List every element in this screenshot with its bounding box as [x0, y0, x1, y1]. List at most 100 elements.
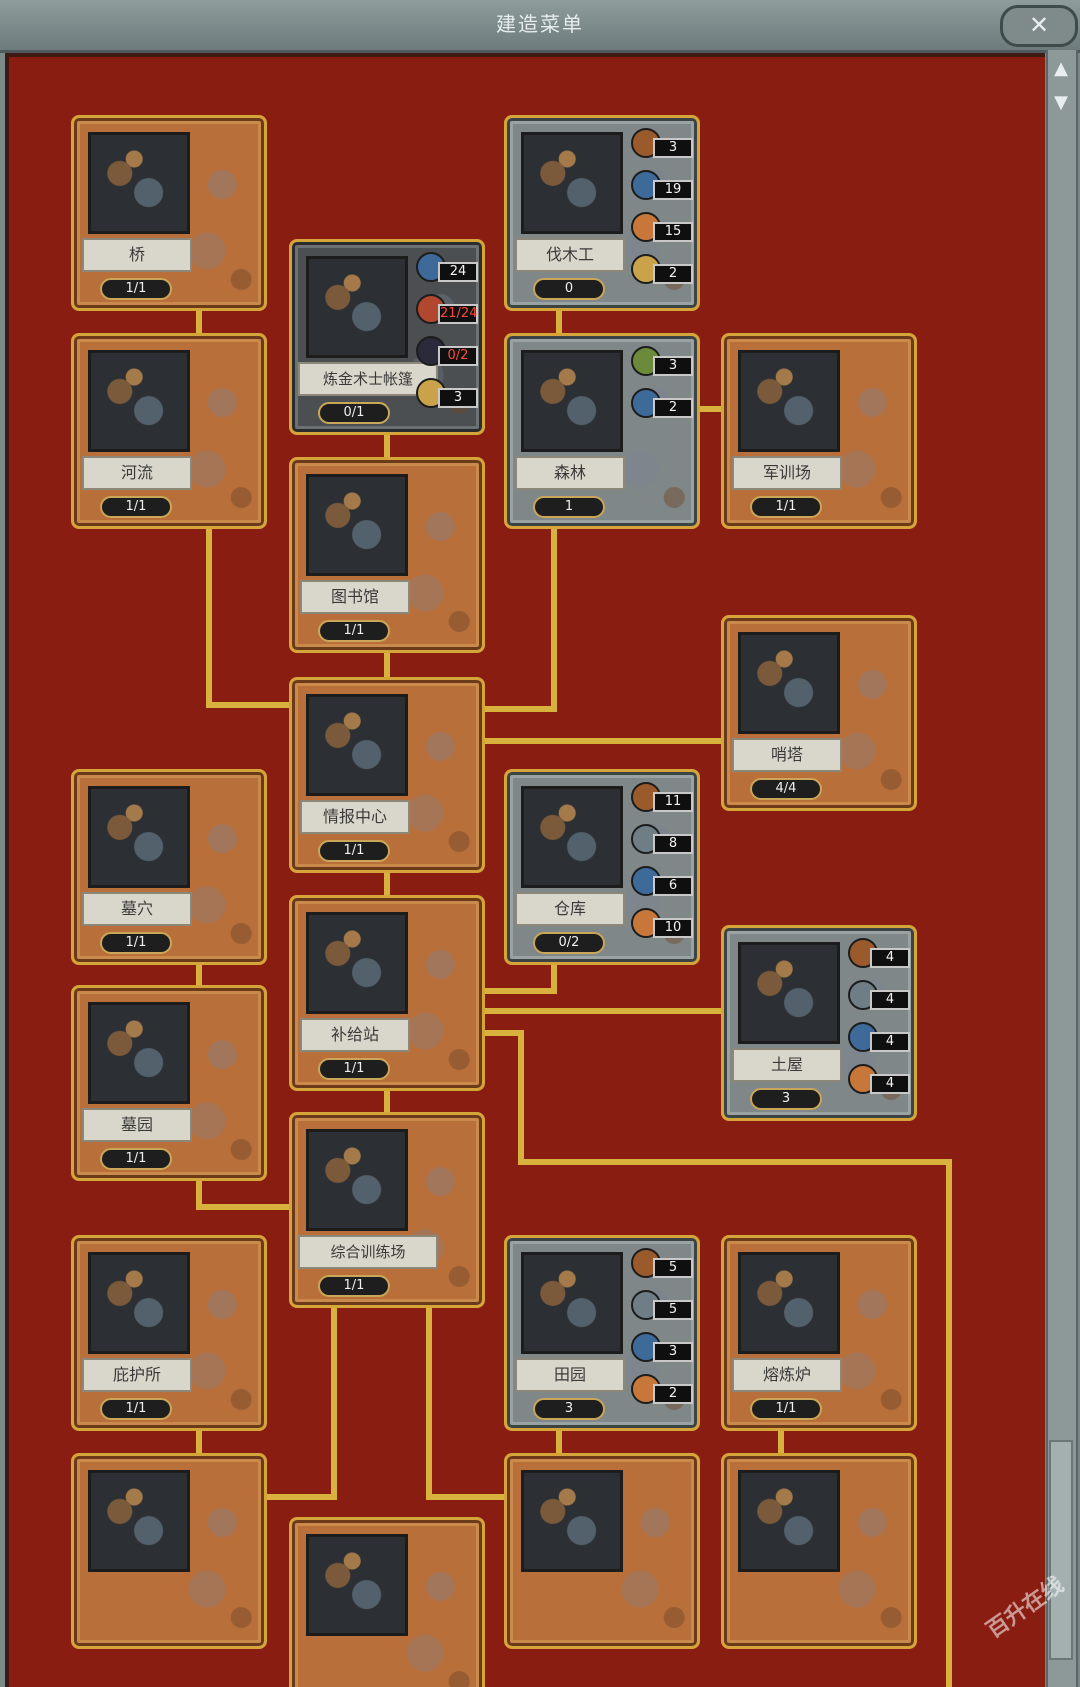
resource-cost: 4 — [848, 1064, 912, 1098]
resource-cost: 5 — [631, 1290, 695, 1324]
building-thumbnail — [521, 786, 623, 888]
resource-value: 2 — [653, 264, 693, 284]
build-count: 0/1 — [318, 402, 390, 424]
connection-line — [485, 965, 557, 994]
resource-value: 21/24 — [438, 304, 478, 324]
build-count: 1/1 — [750, 1398, 822, 1420]
build-count: 3 — [533, 1398, 605, 1420]
building-thumbnail — [306, 912, 408, 1014]
build-count: 1/1 — [318, 1275, 390, 1297]
building-thumbnail — [306, 1534, 408, 1636]
building-card-shelter[interactable]: 庇护所 1/1 — [71, 1235, 267, 1431]
resource-value: 3 — [653, 138, 693, 158]
close-button[interactable]: ✕ — [1000, 5, 1078, 47]
build-count: 1/1 — [318, 840, 390, 862]
build-count: 3 — [750, 1088, 822, 1110]
building-name: 熔炼炉 — [732, 1358, 842, 1392]
resource-value: 10 — [653, 918, 693, 938]
connection-line — [485, 529, 557, 712]
resource-cost: 2 — [631, 254, 695, 288]
building-card-partial-c[interactable] — [504, 1453, 700, 1649]
building-thumbnail — [306, 256, 408, 358]
resource-value: 0/2 — [438, 346, 478, 366]
build-count: 1/1 — [100, 932, 172, 954]
resource-value: 2 — [653, 398, 693, 418]
building-card-crypt[interactable]: 墓穴 1/1 — [71, 769, 267, 965]
building-thumbnail — [521, 1470, 623, 1572]
resource-value: 3 — [653, 356, 693, 376]
resource-cost: 3 — [631, 346, 695, 380]
building-thumbnail — [521, 132, 623, 234]
building-card-partial-b[interactable] — [289, 1517, 485, 1687]
scroll-thumb[interactable] — [1049, 1440, 1073, 1660]
resource-value: 4 — [870, 990, 910, 1010]
building-thumbnail — [88, 1002, 190, 1104]
connection-line — [206, 529, 289, 708]
resource-cost: 11 — [631, 782, 695, 816]
connection-line — [485, 1030, 952, 1687]
resource-cost: 4 — [848, 980, 912, 1014]
scroll-up-icon[interactable]: ▲ — [1054, 58, 1068, 79]
resource-value: 5 — [653, 1300, 693, 1320]
connection-line — [426, 1308, 504, 1500]
building-name: 伐木工 — [515, 238, 625, 272]
resource-cost: 5 — [631, 1248, 695, 1282]
building-thumbnail — [88, 1252, 190, 1354]
building-card-smelter[interactable]: 熔炼炉 1/1 — [721, 1235, 917, 1431]
building-name: 土屋 — [732, 1048, 842, 1082]
resource-value: 11 — [653, 792, 693, 812]
build-count: 1/1 — [100, 496, 172, 518]
connection-line — [196, 1181, 289, 1210]
resource-cost: 21/24 — [416, 294, 480, 328]
title-bar: 建造菜单 ✕ — [0, 0, 1080, 53]
building-thumbnail — [88, 1470, 190, 1572]
building-thumbnail — [88, 786, 190, 888]
resource-value: 6 — [653, 876, 693, 896]
build-count: 4/4 — [750, 778, 822, 800]
building-thumbnail — [88, 350, 190, 452]
window-title: 建造菜单 — [496, 12, 584, 36]
building-card-partial-a[interactable] — [71, 1453, 267, 1649]
building-card-partial-d[interactable] — [721, 1453, 917, 1649]
scroll-down-icon[interactable]: ▼ — [1054, 92, 1068, 113]
resource-value: 4 — [870, 948, 910, 968]
building-thumbnail — [306, 1129, 408, 1231]
connection-lines — [196, 311, 952, 1687]
build-count: 1/1 — [750, 496, 822, 518]
resource-cost: 24 — [416, 252, 480, 286]
build-count: 1/1 — [100, 1398, 172, 1420]
building-name: 墓穴 — [82, 892, 192, 926]
building-card-farm[interactable]: 田园 3 5 5 3 2 — [504, 1235, 700, 1431]
building-thumbnail — [521, 350, 623, 452]
resource-cost: 3 — [416, 378, 480, 412]
building-card-cemetery[interactable]: 墓园 1/1 — [71, 985, 267, 1181]
build-count: 0/2 — [533, 932, 605, 954]
resource-cost: 3 — [631, 128, 695, 162]
build-count: 1/1 — [100, 1148, 172, 1170]
build-count: 1/1 — [318, 620, 390, 642]
resource-value: 3 — [653, 1342, 693, 1362]
building-name: 补给站 — [300, 1018, 410, 1052]
building-name: 庇护所 — [82, 1358, 192, 1392]
scrollbar[interactable] — [1046, 50, 1078, 1687]
building-name: 田园 — [515, 1358, 625, 1392]
resource-cost: 2 — [631, 1374, 695, 1408]
building-name: 墓园 — [82, 1108, 192, 1142]
resource-cost: 19 — [631, 170, 695, 204]
resource-cost: 3 — [631, 1332, 695, 1366]
resource-value: 15 — [653, 222, 693, 242]
